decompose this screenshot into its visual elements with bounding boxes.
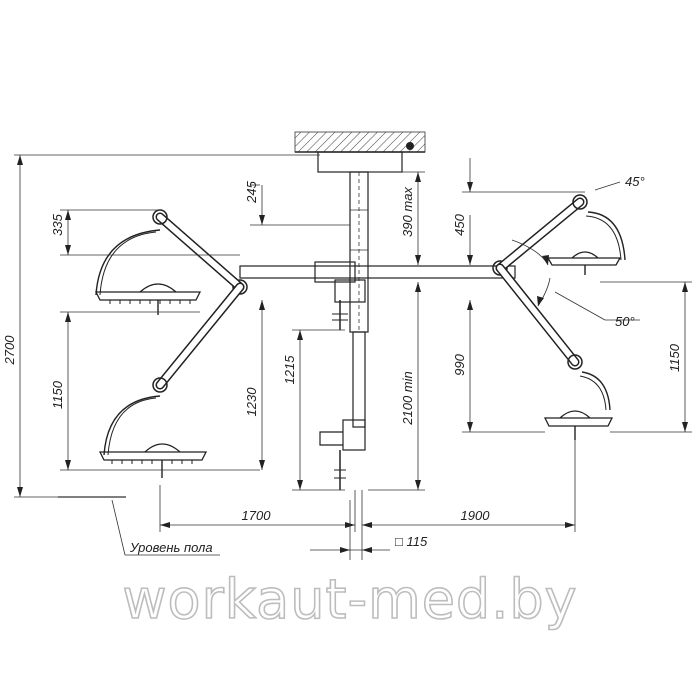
dim-column-size: □ 115 [395, 534, 428, 549]
dim-left-lower-height: 1150 [50, 380, 65, 409]
arrowheads [17, 155, 688, 553]
angle-upper: 45° [625, 174, 645, 189]
right-lower-arm [495, 263, 611, 411]
dim-left-upper-offset: 335 [50, 213, 65, 235]
central-column [319, 171, 369, 490]
dim-bracket-drop: 1215 [282, 355, 297, 385]
watermark: workaut-med.by [122, 568, 577, 631]
dim-min-height: 2100 min [400, 371, 415, 425]
dim-right-upper-offset: 450 [452, 213, 467, 235]
left-lower-lamp [98, 443, 208, 478]
left-upper-lamp [94, 283, 202, 315]
ceiling-mount [294, 131, 426, 173]
left-upper-arm [95, 209, 245, 296]
dim-right-drop: 990 [452, 353, 467, 375]
right-upper-arm [495, 194, 626, 273]
left-lower-arm [103, 282, 245, 456]
dim-right-reach: 1900 [461, 508, 491, 523]
dim-arm-drop: 1230 [244, 387, 259, 417]
floor-label: Уровень пола [129, 540, 213, 555]
dim-left-reach: 1700 [242, 508, 272, 523]
right-upper-lamp [546, 251, 622, 275]
right-lower-lamp [543, 410, 614, 440]
main-arm [232, 260, 516, 330]
dim-max-travel: 390 max [400, 187, 415, 237]
angle-lower: 50° [615, 314, 635, 329]
dim-total-height: 2700 [2, 335, 17, 366]
dim-right-lower-height: 1150 [667, 343, 682, 372]
dim-ceiling-to-arm: 245 [244, 180, 259, 203]
